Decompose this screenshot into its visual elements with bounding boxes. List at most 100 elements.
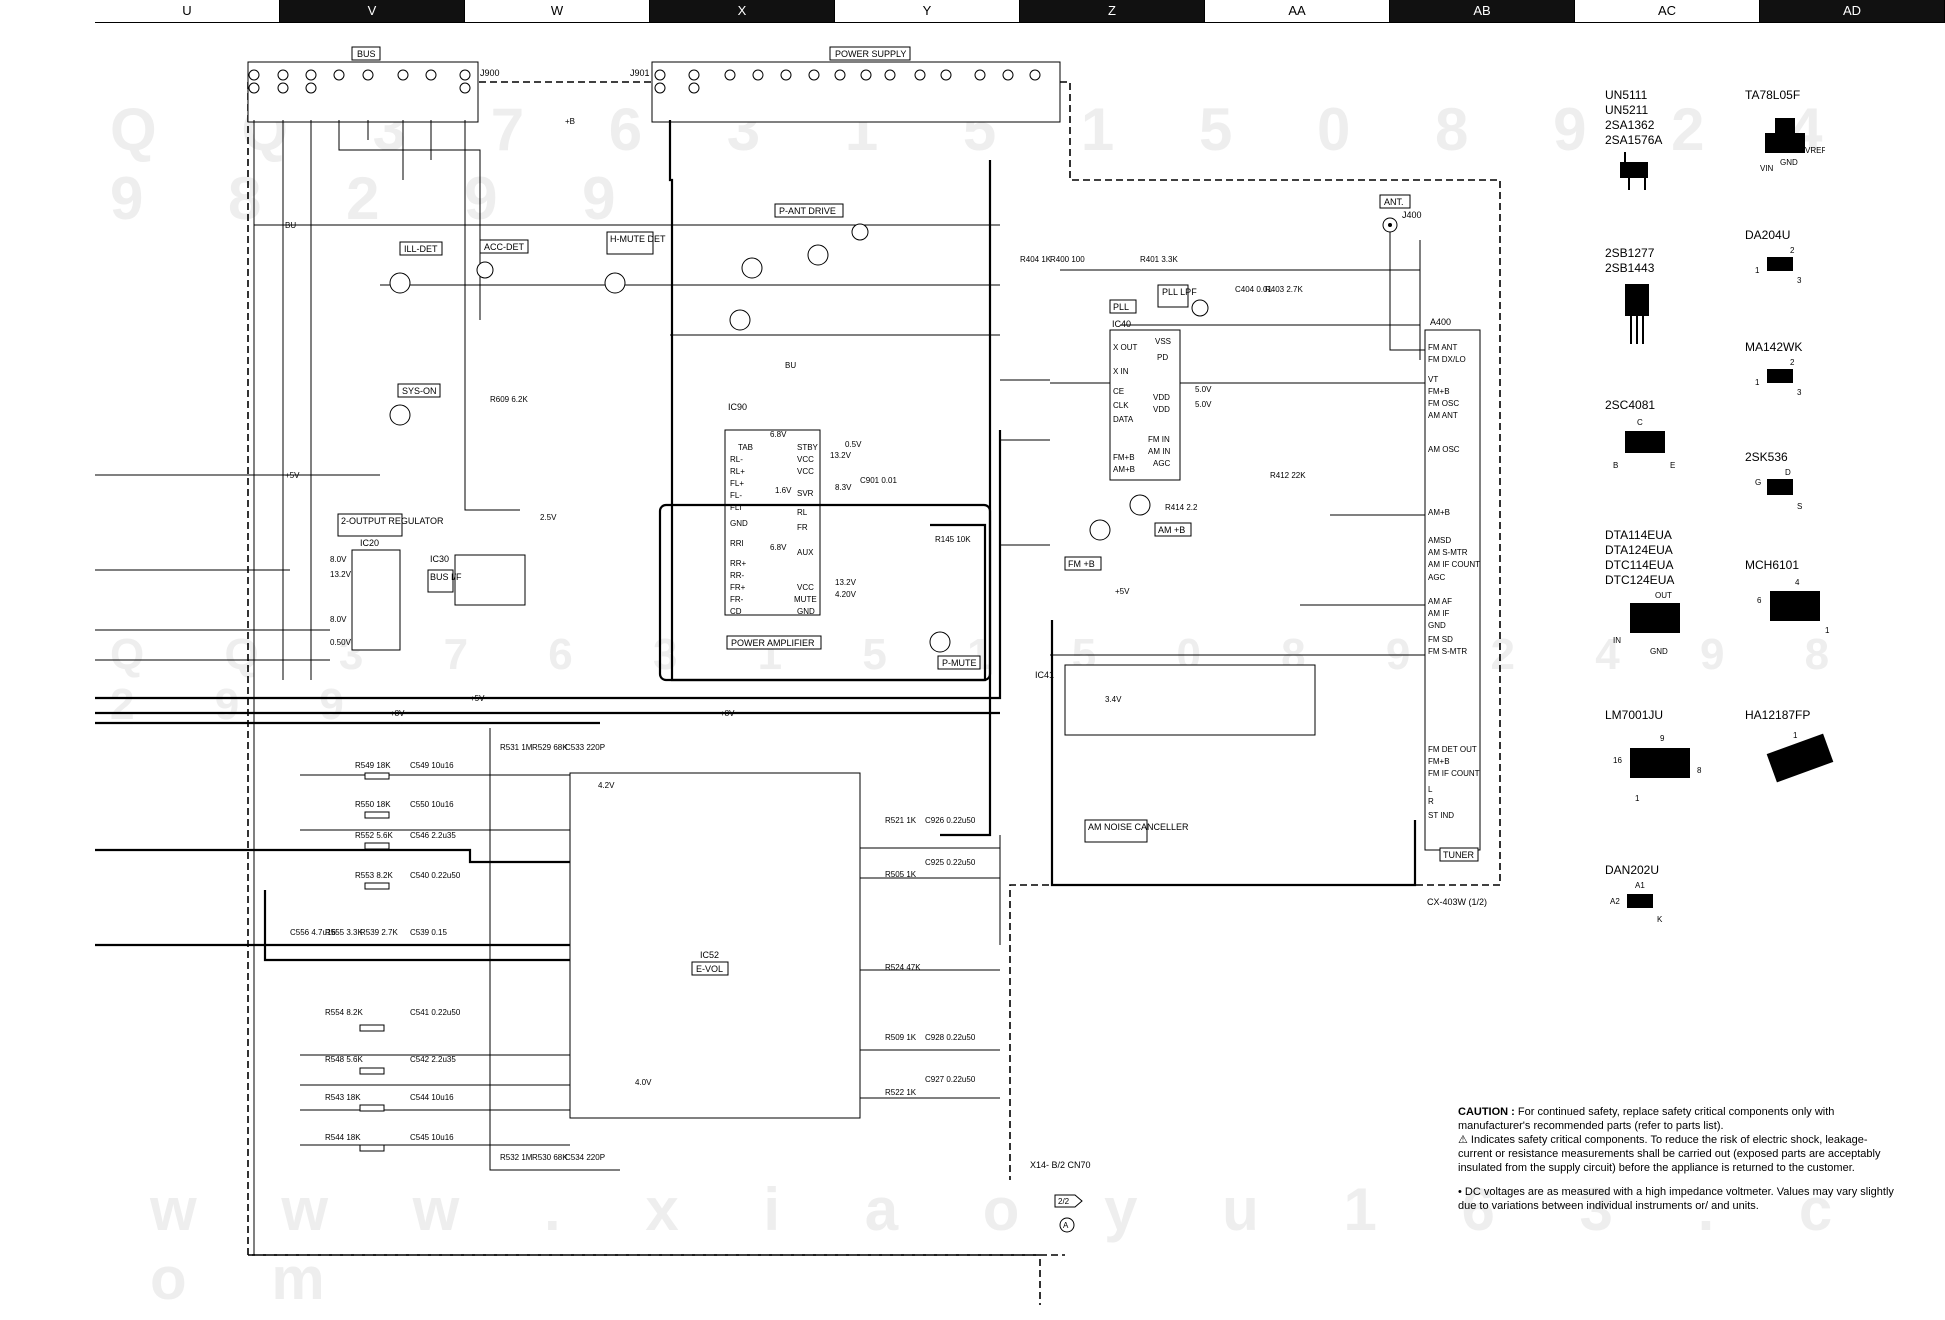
ic90-pin-rl: RL [797, 508, 808, 517]
a400-pin-9: AM S-MTR [1428, 548, 1468, 557]
label-r412: R412 22K [1270, 471, 1306, 480]
svg-text:A2: A2 [1610, 897, 1620, 906]
svg-text:GND: GND [1650, 647, 1668, 656]
ic90-pin-cd: CD [730, 607, 742, 616]
voltage-5: 13.2V [835, 578, 857, 587]
voltage-8: 6.8V [770, 543, 787, 552]
voltage-4: 8.3V [835, 483, 852, 492]
j400-label: J400 [1402, 210, 1422, 220]
two-output-box [337, 513, 403, 537]
voltage-9: 8.0V [330, 555, 347, 564]
a400-pin-7: AM+B [1428, 508, 1450, 517]
power-supply-label: POWER SUPPLY [835, 49, 906, 59]
label-c541: C541 0.22u50 [410, 1008, 461, 1017]
label-r400: R400 100 [1050, 255, 1085, 264]
j901-pins [654, 69, 1041, 94]
ic40-pin-agc: AGC [1153, 459, 1171, 468]
svg-text:B: B [1613, 461, 1618, 470]
svg-text:VIN: VIN [1760, 164, 1774, 173]
sot-diode-icon: 213 [1755, 246, 1802, 285]
label-c544: C544 10u16 [410, 1093, 454, 1102]
ic90-pin-flm: FL- [730, 491, 742, 500]
part-line: UN5211 [1605, 103, 1649, 117]
part-line: LM7001JU [1605, 708, 1664, 722]
pll-lpf-label: PLL LPF [1162, 287, 1197, 297]
ic30-body [454, 554, 526, 606]
voltage-2: 0.5V [845, 440, 862, 449]
label-r403: R403 2.7K [1265, 285, 1303, 294]
fm-b-label: FM +B [1068, 559, 1095, 569]
part-line: TA78L05F [1745, 88, 1801, 102]
ruler-col-aa: AA [1205, 0, 1390, 22]
ruler-col-ab: AB [1390, 0, 1575, 22]
power-amp-box [726, 635, 822, 650]
p-ant-drive-box [774, 203, 844, 218]
part-line: 2SB1277 [1605, 246, 1655, 260]
tuner-box [1439, 847, 1479, 862]
a400-pin-19: FM IF COUNT [1428, 769, 1480, 778]
ic40-pin-data: DATA [1113, 415, 1134, 424]
label-c542: C542 2.2u35 [410, 1055, 456, 1064]
am-noise-label: AM NOISE CANCELLER [1088, 822, 1189, 832]
connector-j901 [651, 61, 1061, 123]
label-plus5v-2: +5V [470, 694, 485, 703]
label-r530: R530 68K [532, 1153, 568, 1162]
label-c926: C926 0.22u50 [925, 816, 976, 825]
svg-text:8: 8 [1697, 766, 1702, 775]
svg-text:4: 4 [1795, 578, 1800, 587]
label-c556: C556 4.7u16 [290, 928, 336, 937]
signal-wiring [95, 120, 1430, 1255]
ruler-col-ac: AC [1575, 0, 1760, 22]
part-group-ha12187fp: HA12187FP 1 [1745, 708, 1855, 806]
part-line: DAN202U [1605, 863, 1660, 877]
part-line: UN5111 [1605, 88, 1648, 102]
power-amp-label: POWER AMPLIFIER [731, 638, 815, 648]
parts-reference-panel: UN5111 UN5211 2SA1362 2SA1576A TA78L05F … [1590, 88, 1930, 924]
ic40-pin-amin: AM IN [1148, 447, 1170, 456]
label-bu-2: BU [785, 361, 796, 370]
label-plus5v-1: +5V [285, 471, 300, 480]
voltage-3: 13.2V [830, 451, 852, 460]
am-b-label: AM +B [1158, 525, 1185, 535]
two-output-label: 2-OUTPUT REGULATOR [341, 516, 444, 526]
ic90-pin-svr: SVR [797, 489, 814, 498]
ant-box [1379, 194, 1411, 209]
svg-text:9: 9 [1660, 734, 1665, 743]
ic90-pin-vcc1: VCC [797, 455, 814, 464]
line-audio-3 [263, 890, 570, 962]
ic90-pin-stby: STBY [797, 443, 819, 452]
part-line: 2SA1362 [1605, 118, 1655, 132]
sot-transistor-icon [1620, 152, 1648, 190]
sop-package-icon: 1 [1766, 731, 1834, 783]
a400-pin-4: FM OSC [1428, 399, 1459, 408]
label-plus8v-2: +8V [720, 709, 735, 718]
ic90-pin-vcc2: VCC [797, 467, 814, 476]
ic90-label: IC90 [728, 402, 747, 412]
acc-det-label: ACC-DET [484, 242, 525, 252]
svg-text:1: 1 [1635, 794, 1640, 803]
label-r401: R401 3.3K [1140, 255, 1178, 264]
ic30-label: IC30 [430, 554, 449, 564]
bus-label: BUS [357, 49, 376, 59]
a400-pin-20: L [1428, 785, 1433, 794]
a400-pin-12: AM AF [1428, 597, 1452, 606]
part-line: DTC114EUA [1605, 558, 1674, 572]
watermark-bottom: w w w . x i a o y u 1 6 3 . c o m [150, 1176, 1867, 1312]
antenna-jack-center-icon [1388, 223, 1392, 227]
svg-text:VREF: VREF [1805, 146, 1825, 155]
part-line: 2SC4081 [1605, 398, 1656, 412]
voltage-6: 4.20V [835, 590, 857, 599]
svg-text:1: 1 [1793, 731, 1798, 740]
label-c925: C925 0.22u50 [925, 858, 976, 867]
label-r529: R529 68K [532, 743, 568, 752]
ic90-pin-frp: FR+ [730, 583, 746, 592]
caution-text: For continued safety, replace safety cri… [1458, 1106, 1835, 1132]
svg-text:1: 1 [1825, 626, 1830, 635]
label-c904: C901 0.01 [860, 476, 897, 485]
label-c927: C927 0.22u50 [925, 1075, 976, 1084]
voltage-16: 3.4V [1105, 695, 1122, 704]
svg-text:16: 16 [1613, 756, 1622, 765]
